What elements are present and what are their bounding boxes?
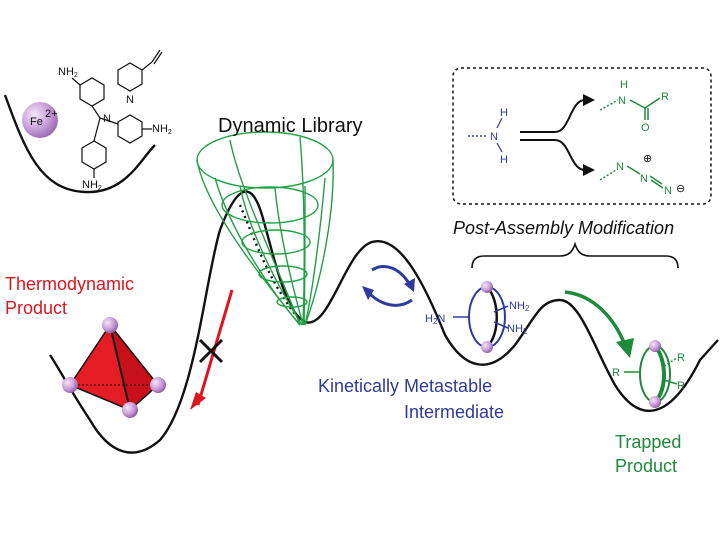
trapped-label-1: Trapped [615,432,681,452]
svg-text:N: N [640,173,648,185]
thermodynamic-label-2: Product [5,298,67,318]
svg-text:H: H [620,79,628,91]
svg-text:H: H [500,107,508,119]
triamine-ligand [71,77,152,178]
svg-text:N: N [618,95,626,107]
svg-text:R: R [677,352,685,364]
pyridine-n: N [126,94,134,106]
trapped-cage: R R R [612,340,685,408]
svg-text:O: O [641,122,650,134]
svg-text:R: R [677,380,685,392]
dynamic-library-label: Dynamic Library [218,115,362,137]
energy-curve [3,94,156,194]
kinetic-label-2: Intermediate [404,402,504,422]
pyridine-aldehyde [117,49,163,92]
amide-group: N H O R [599,79,669,134]
energy-curve-main [88,190,719,454]
svg-text:N: N [490,131,498,143]
brace [471,241,679,269]
modification-arrow [564,290,634,358]
blocked-arrow [190,289,234,410]
tetrahedron [62,317,166,418]
azide-group: N N N ⊕ ⊖ [599,153,685,197]
thermodynamic-label-1: Thermodynamic [5,274,134,294]
intermediate-cage: H2N NH2 NH2 [425,281,530,353]
svg-text:H: H [500,154,508,166]
fe-ion: Fe 2+ [22,102,58,138]
funnel [196,131,334,326]
exchange-arrows [362,265,415,307]
dotted-path [238,204,301,321]
svg-text:NH2: NH2 [507,323,528,336]
plus-charge: ⊕ [643,153,652,165]
svg-text:N: N [616,161,624,173]
n-center: N [103,113,111,125]
trapped-label-2: Product [615,456,677,476]
kinetic-label-1: Kinetically Metastable [318,376,492,396]
svg-text:H2N: H2N [425,313,445,326]
minus-charge: ⊖ [676,183,685,195]
modification-box [452,67,712,205]
branch-arrows [520,94,595,176]
nh2-right: NH2 [152,123,172,136]
svg-text:N: N [664,185,672,197]
svg-text:Fe: Fe [30,116,43,128]
svg-text:2+: 2+ [45,108,58,120]
svg-text:NH2: NH2 [509,300,530,313]
nh2-bottom: NH2 [82,179,102,192]
svg-text:R: R [661,91,669,103]
post-assembly-label: Post-Assembly Modification [453,218,674,238]
svg-text:R: R [612,367,620,379]
amine-group: N H H [468,107,508,166]
nh2-top: NH2 [58,66,78,79]
